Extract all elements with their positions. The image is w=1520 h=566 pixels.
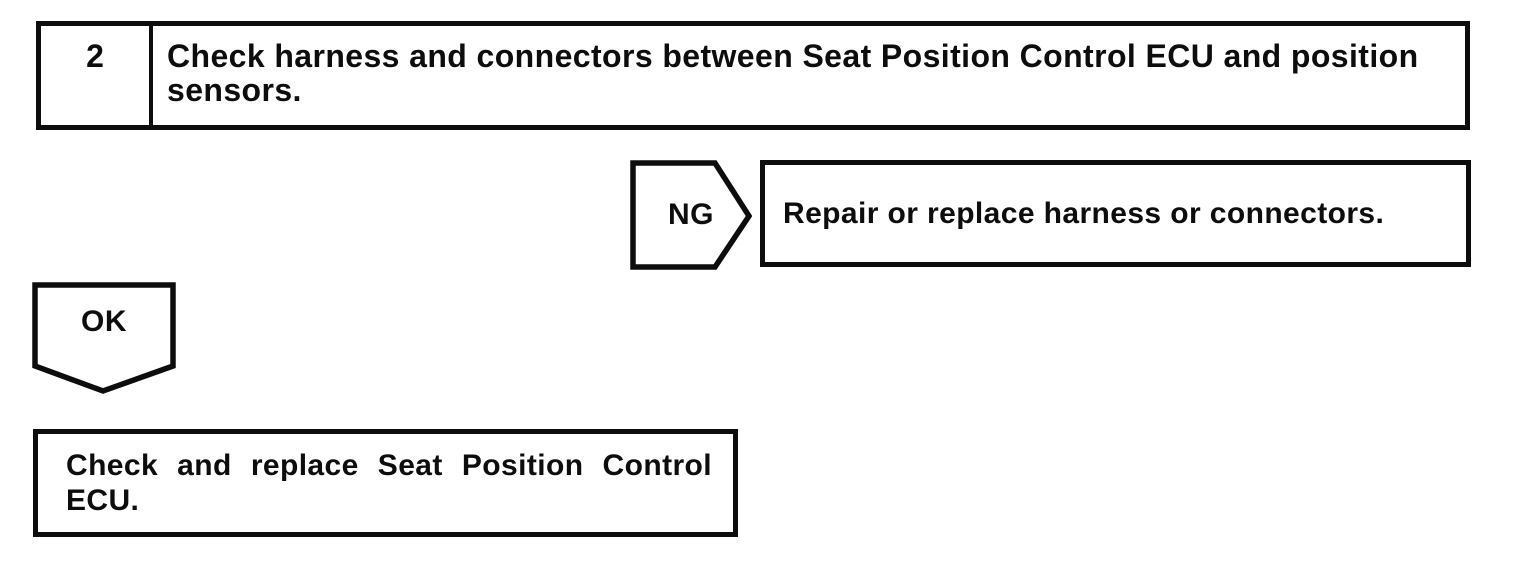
step-number: 2 [86, 38, 104, 74]
ok-arrow-shape: OK [32, 282, 176, 394]
ok-pentagon-icon [32, 282, 176, 394]
step-number-cell: 2 [41, 26, 153, 125]
ng-action-text: Repair or replace harness or connectors. [783, 196, 1385, 230]
step-box: 2 Check harness and connectors between S… [36, 21, 1470, 130]
ok-action-box: Check and replace Seat Position Control … [33, 429, 738, 537]
step-instruction: Check harness and connectors between Sea… [167, 38, 1419, 108]
ng-arrow-shape: NG [630, 160, 752, 270]
ng-action-box: Repair or replace harness or connectors. [760, 160, 1471, 267]
ng-pentagon-icon [630, 160, 752, 270]
ng-label: NG [668, 198, 714, 231]
ok-label: OK [81, 305, 127, 338]
